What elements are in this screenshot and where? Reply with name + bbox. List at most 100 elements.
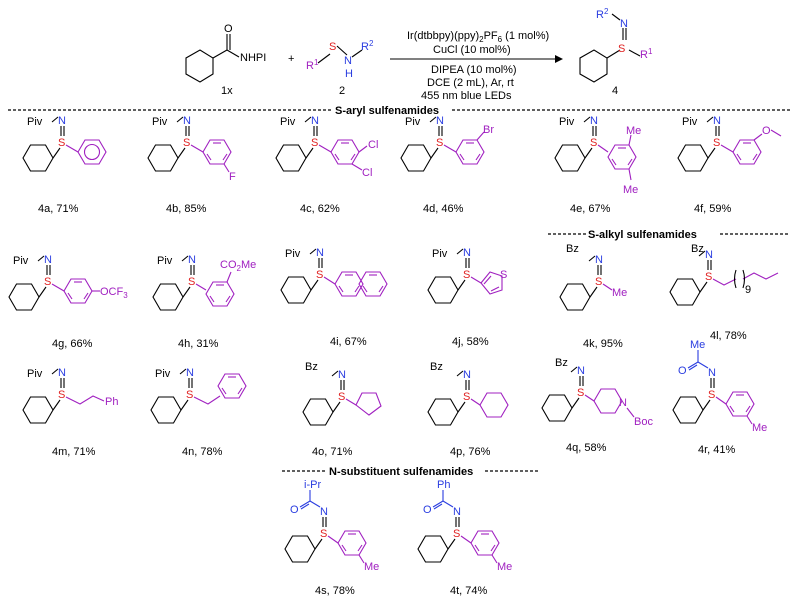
product-r2: R2 [596, 7, 609, 21]
compound-4a: S N Piv 4a, 71% [22, 115, 107, 215]
svg-text:S: S [338, 391, 345, 403]
compound-4m: S N Piv Ph 4m, 71% [22, 367, 118, 458]
section-aryl-header: S-aryl sulfenamides [335, 105, 439, 117]
svg-text:S: S [705, 271, 712, 283]
svg-text:Me: Me [623, 184, 638, 196]
svg-text:Me: Me [364, 561, 379, 573]
hydrogen-label: H [345, 68, 353, 80]
condition-1: Ir(dtbbpy)(ppy)2PF6 (1 mol%) [407, 30, 549, 44]
svg-text:S: S [590, 137, 597, 149]
svg-text:Ph: Ph [105, 396, 118, 408]
svg-text:O: O [290, 504, 299, 516]
svg-text:S: S [186, 389, 193, 401]
svg-text:S: S [713, 137, 720, 149]
svg-text:Bz: Bz [691, 243, 704, 255]
svg-text:N: N [713, 115, 721, 127]
svg-text:Bz: Bz [430, 361, 443, 373]
svg-text:S: S [463, 391, 470, 403]
4n-label: 4n, 78% [182, 446, 223, 458]
section-nsub-header: N-substituent sulfenamides [329, 466, 473, 478]
compound-4k: S N Bz Me 4k, 95% [559, 243, 627, 350]
svg-text:S: S [183, 137, 190, 149]
condition-2: CuCl (10 mol%) [433, 44, 511, 56]
compound-4t: S N Ph O Me 4t, 74% [417, 479, 512, 597]
carbonyl-oxygen: O [224, 23, 233, 35]
4j-label: 4j, 58% [452, 336, 489, 348]
svg-text:Bz: Bz [305, 361, 318, 373]
compound-4f: S N Piv O 4f, 59% [677, 115, 782, 215]
r1-label: R1 [306, 58, 319, 72]
4a-label: 4a, 71% [38, 203, 79, 215]
reactant-1x-label: 1x [221, 85, 233, 97]
svg-text:N: N [453, 506, 461, 518]
svg-text:Piv: Piv [157, 255, 173, 267]
svg-text:Bz: Bz [555, 357, 568, 369]
4l-label: 4l, 78% [710, 330, 747, 342]
co2me-label: CO2Me [220, 259, 256, 273]
svg-text:N: N [188, 254, 196, 266]
svg-text:S: S [436, 137, 443, 149]
svg-text:9: 9 [745, 284, 751, 296]
product-4: S N R2 R1 4 [579, 7, 653, 97]
svg-text:N: N [186, 367, 194, 379]
svg-text:O: O [678, 365, 687, 377]
4b-label: 4b, 85% [166, 203, 207, 215]
svg-text:N: N [463, 369, 471, 381]
4a-sulfur: S [58, 137, 65, 149]
compound-4l: S N Bz 9 4l, 78% [669, 243, 779, 342]
4s-label: 4s, 78% [315, 585, 355, 597]
svg-text:N: N [320, 506, 328, 518]
svg-text:S: S [58, 389, 65, 401]
compound-4o: S N Bz 4o, 71% [302, 361, 382, 458]
svg-text:Piv: Piv [27, 368, 43, 380]
compound-4p: S N Bz 4p, 76% [427, 361, 509, 458]
svg-text:Cl: Cl [368, 139, 378, 151]
svg-text:N: N [58, 115, 66, 127]
4d-label: 4d, 46% [423, 203, 464, 215]
svg-text:N: N [44, 254, 52, 266]
condition-3: DIPEA (10 mol%) [431, 64, 517, 76]
svg-text:Me: Me [752, 422, 767, 434]
svg-text:Piv: Piv [285, 248, 301, 260]
svg-text:Boc: Boc [634, 416, 653, 428]
svg-text:N: N [463, 247, 471, 259]
4t-label: 4t, 74% [450, 585, 488, 597]
svg-text:O: O [423, 504, 432, 516]
svg-text:Me: Me [612, 287, 627, 299]
svg-text:N: N [705, 249, 713, 261]
sulfur-label: S [329, 41, 336, 53]
compound-4h: S N Piv CO2Me 4h, 31% [152, 254, 256, 350]
ocf3-label: OCF3 [100, 286, 128, 300]
reactant-2-label: 2 [339, 85, 345, 97]
4f-label: 4f, 59% [694, 203, 732, 215]
svg-text:S: S [453, 528, 460, 540]
product-label: 4 [612, 85, 618, 97]
svg-text:Piv: Piv [27, 116, 43, 128]
4k-label: 4k, 95% [583, 338, 623, 350]
svg-text:Ph: Ph [437, 479, 450, 491]
plus-sign: + [288, 53, 294, 65]
reactant-1x: O NHPI 1x [185, 23, 266, 97]
4m-label: 4m, 71% [52, 446, 96, 458]
4p-label: 4p, 76% [450, 446, 491, 458]
svg-text:N: N [590, 115, 598, 127]
compound-4g: S N Piv OCF3 4g, 66% [8, 254, 128, 350]
svg-text:N: N [183, 115, 191, 127]
svg-text:Piv: Piv [405, 116, 421, 128]
svg-text:N: N [708, 367, 716, 379]
4q-label: 4q, 58% [566, 442, 607, 454]
svg-text:Bz: Bz [566, 243, 579, 255]
condition-4: DCE (2 mL), Ar, rt [427, 77, 514, 89]
svg-text:Piv: Piv [682, 116, 698, 128]
reactant-2: R1 S N H R2 2 [306, 39, 374, 97]
svg-text:S: S [500, 269, 507, 281]
4c-label: 4c, 62% [300, 203, 340, 215]
svg-text:N: N [338, 369, 346, 381]
4r-label: 4r, 41% [698, 444, 736, 456]
product-r1: R1 [640, 47, 653, 61]
4h-label: 4h, 31% [178, 338, 219, 350]
compound-4b: S N Piv F 4b, 85% [147, 115, 236, 215]
svg-text:O: O [762, 125, 771, 137]
svg-text:N: N [595, 254, 603, 266]
